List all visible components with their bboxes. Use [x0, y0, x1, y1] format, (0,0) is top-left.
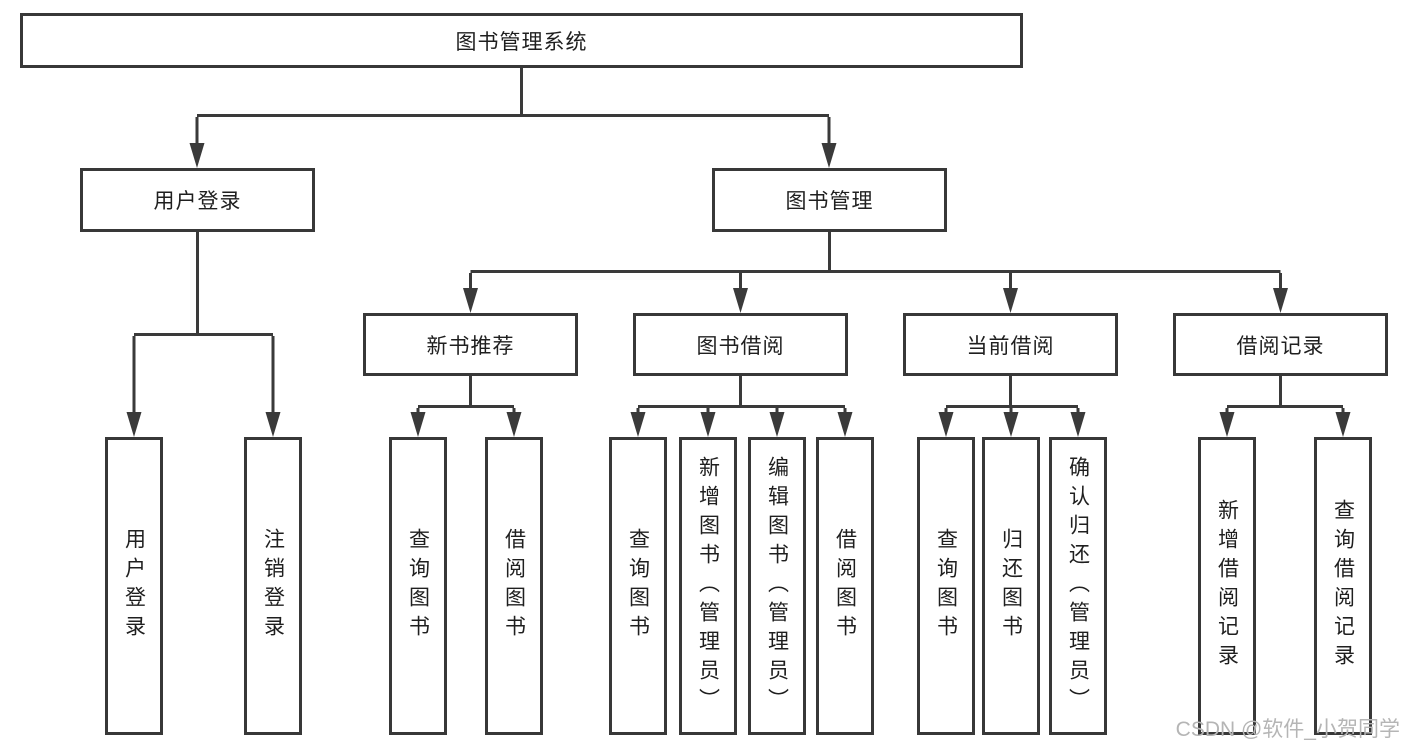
leaf-add-books-admin: 新增图书（管理员） — [679, 437, 737, 735]
csdn-watermark: CSDN @软件_小贺同学 — [1175, 718, 1400, 741]
leaf-query-books-borrow: 查询图书 — [609, 437, 667, 735]
node-book-management-label: 图书管理 — [785, 190, 874, 213]
leaf-edit-books-admin: 编辑图书（管理员） — [748, 437, 806, 735]
leaf-query-books-recommend-label: 查询图书 — [406, 528, 430, 644]
node-current-borrow: 当前借阅 — [903, 313, 1118, 376]
leaf-add-borrow-record: 新增借阅记录 — [1198, 437, 1256, 735]
leaf-confirm-return-admin: 确认归还（管理员） — [1049, 437, 1107, 735]
leaf-query-books-current-label: 查询图书 — [934, 528, 958, 644]
node-new-book-recommend-label: 新书推荐 — [426, 334, 515, 358]
leaf-confirm-return-admin-label: 确认归还（管理员） — [1066, 455, 1090, 717]
leaf-user-login-label: 用户登录 — [122, 528, 146, 644]
node-root-label: 图书管理系统 — [455, 30, 588, 54]
leaf-return-books-label: 归还图书 — [999, 528, 1023, 644]
node-borrow-records-label: 借阅记录 — [1236, 334, 1325, 358]
leaf-borrow-books: 借阅图书 — [816, 437, 874, 735]
node-root: 图书管理系统 — [20, 13, 1023, 68]
leaf-edit-books-admin-label: 编辑图书（管理员） — [765, 455, 789, 717]
node-book-management: 图书管理 — [712, 168, 947, 232]
leaf-add-books-admin-label: 新增图书（管理员） — [696, 455, 720, 717]
node-borrow-records: 借阅记录 — [1173, 313, 1388, 376]
leaf-return-books: 归还图书 — [982, 437, 1040, 735]
leaf-user-login: 用户登录 — [105, 437, 163, 735]
node-new-book-recommend: 新书推荐 — [363, 313, 578, 376]
leaf-borrow-books-recommend-label: 借阅图书 — [502, 528, 526, 644]
leaf-query-books-current: 查询图书 — [917, 437, 975, 735]
leaf-logout: 注销登录 — [244, 437, 302, 735]
node-user-login: 用户登录 — [80, 168, 315, 232]
node-book-borrow: 图书借阅 — [633, 313, 848, 376]
leaf-query-books-recommend: 查询图书 — [389, 437, 447, 735]
leaf-query-borrow-record-label: 查询借阅记录 — [1331, 499, 1355, 673]
leaf-borrow-books-recommend: 借阅图书 — [485, 437, 543, 735]
leaf-query-borrow-record: 查询借阅记录 — [1314, 437, 1372, 735]
node-book-borrow-label: 图书借阅 — [696, 334, 785, 358]
leaf-borrow-books-label: 借阅图书 — [833, 528, 857, 644]
node-user-login-label: 用户登录 — [153, 190, 242, 213]
node-current-borrow-label: 当前借阅 — [966, 334, 1055, 358]
leaf-query-books-borrow-label: 查询图书 — [626, 528, 650, 644]
leaf-logout-label: 注销登录 — [261, 528, 285, 644]
leaf-add-borrow-record-label: 新增借阅记录 — [1215, 499, 1239, 673]
